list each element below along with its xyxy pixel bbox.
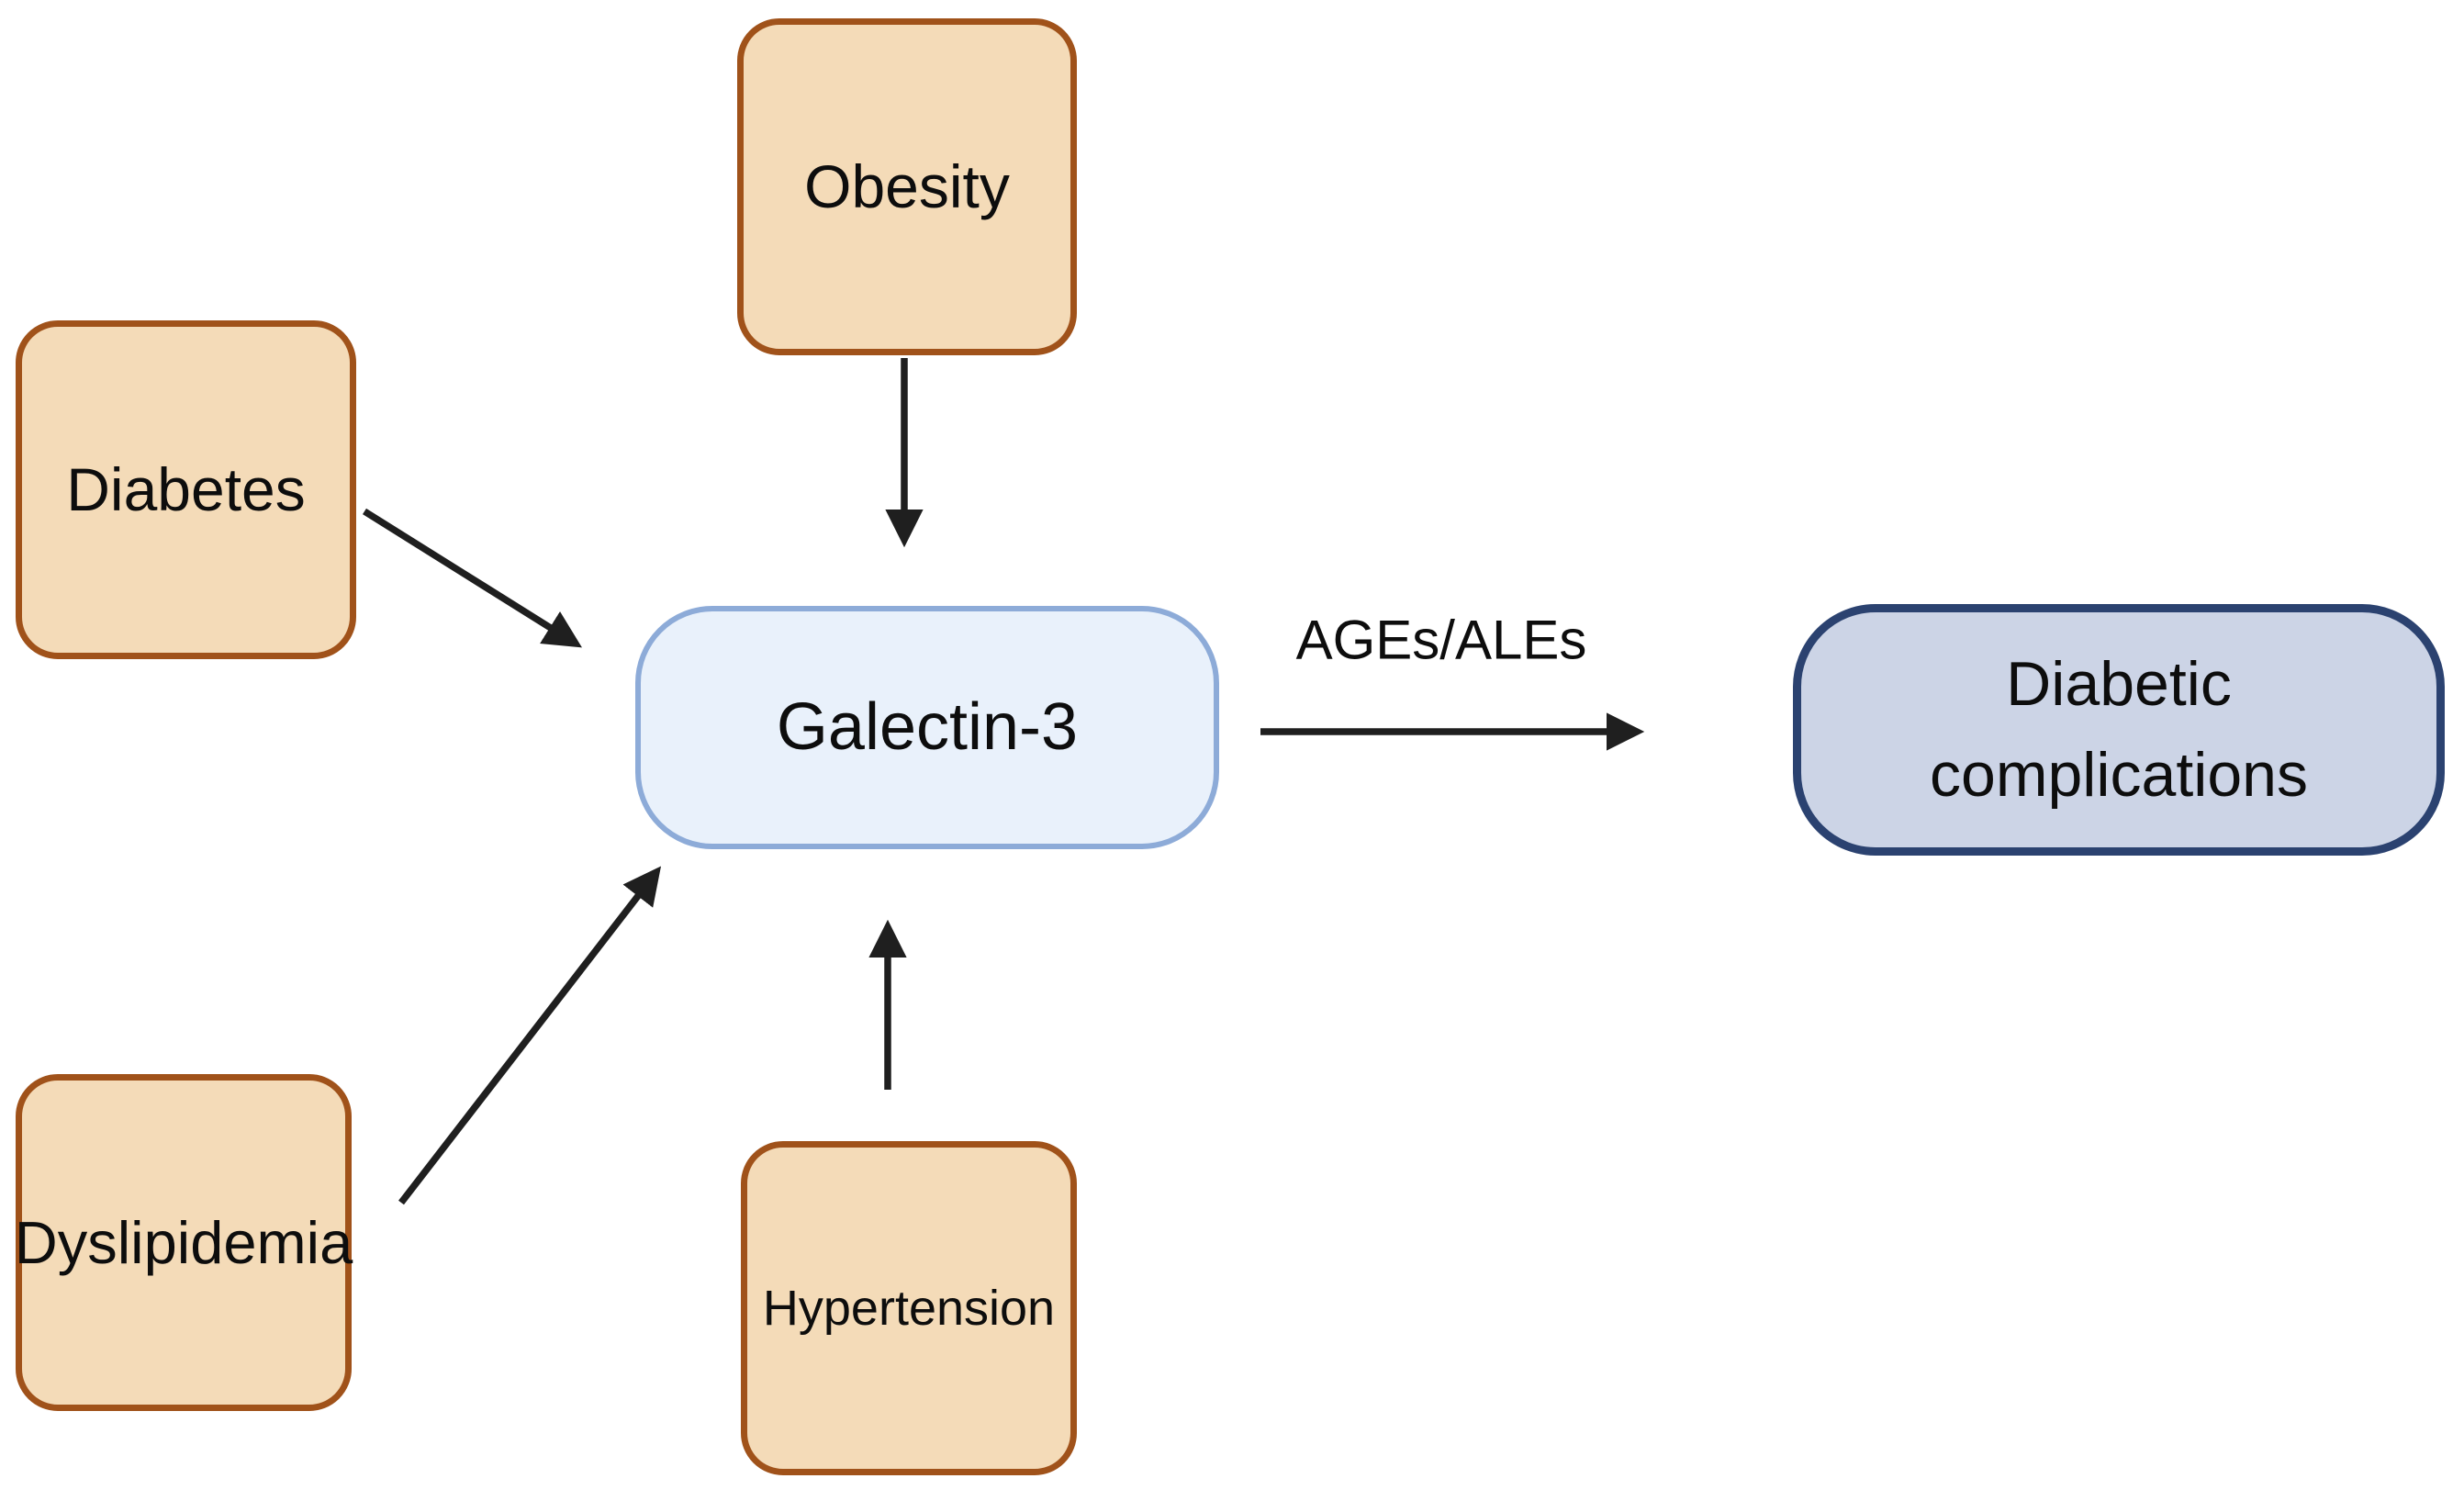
node-dyslipidemia-label: Dyslipidemia [14, 1208, 353, 1276]
node-diabetes: Diabetes [16, 320, 356, 659]
arrow-dyslipidemia-to-galectin3 [398, 866, 662, 1205]
node-diabetes-label: Diabetes [66, 454, 306, 523]
arrow-diabetes-to-galectin3 [363, 508, 582, 648]
node-galectin3-label: Galectin-3 [776, 690, 1079, 765]
edge-label-ages-ales: AGEs/ALEs [1295, 609, 1587, 671]
node-obesity-label: Obesity [804, 151, 1010, 220]
node-dyslipidemia: Dyslipidemia [14, 1074, 353, 1411]
node-diabetic-complications: Diabetic complications [1793, 604, 2445, 856]
node-obesity: Obesity [737, 18, 1077, 355]
node-diabetic-complications-label: Diabetic complications [1930, 649, 2308, 810]
node-galectin3: Galectin-3 [635, 606, 1219, 849]
node-hypertension-label: Hypertension [762, 1280, 1056, 1336]
node-hypertension: Hypertension [741, 1141, 1077, 1475]
